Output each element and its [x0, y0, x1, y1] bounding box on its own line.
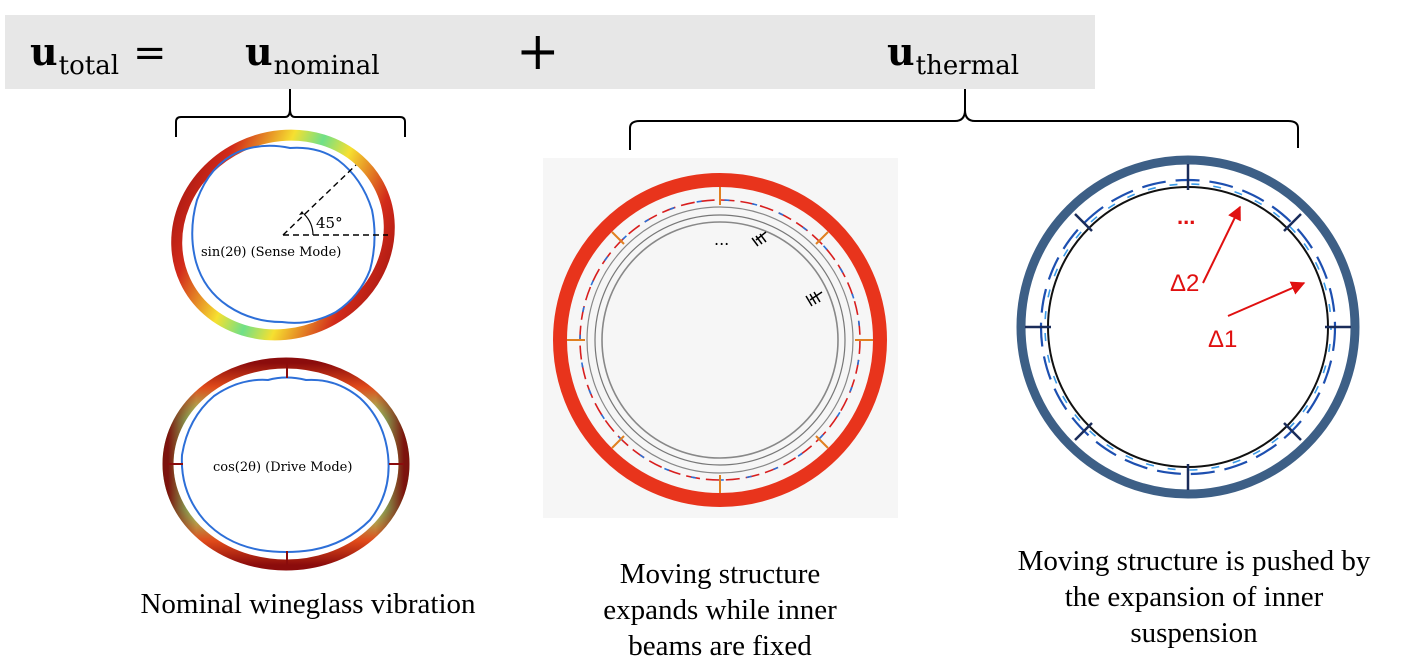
thermal-spokes — [567, 187, 873, 493]
thermal-ellipsis: ... — [714, 230, 730, 249]
sense-mode-inner-wave — [191, 144, 376, 324]
plus-sign: + — [516, 22, 560, 82]
angle-arc — [303, 213, 314, 236]
u-thermal-subscript: thermal — [915, 51, 1020, 81]
equation-bar — [5, 15, 1095, 89]
sense-mode-diagonal — [282, 164, 357, 236]
thermal-outer-ring — [553, 173, 887, 507]
u-total-subscript: total — [58, 51, 120, 81]
thermal-gray-ring-mid — [594, 214, 846, 466]
sense-mode-label: sin(2θ) (Sense Mode) — [201, 245, 342, 260]
caption-expands: Moving structure expands while inner bea… — [603, 558, 837, 662]
caption-pushed: Moving structure is pushed by the expans… — [1017, 545, 1371, 649]
u-nominal-symbol: unominal — [245, 29, 380, 81]
thermal-gray-ring-outer — [586, 206, 854, 474]
thermal-brace — [629, 89, 1299, 150]
delta1-arrow — [1227, 281, 1306, 317]
thermal-gray-ring-inner — [601, 221, 839, 459]
suspension-ellipsis: ... — [1177, 204, 1196, 229]
drive-mode-inner-wave — [180, 376, 390, 553]
drive-mode-label: cos(2θ) (Drive Mode) — [213, 460, 353, 475]
suspension-spokes — [1025, 164, 1351, 490]
equals-sign: = — [133, 30, 167, 76]
delta2-label: Δ2 — [1170, 270, 1200, 297]
nominal-brace — [175, 89, 406, 137]
delta2-arrow — [1202, 205, 1241, 284]
anchor-marks — [751, 231, 823, 307]
caption-nominal: Nominal wineglass vibration — [140, 588, 476, 620]
sense-mode-ring — [171, 129, 395, 341]
u-thermal-symbol: uthermal — [887, 29, 1020, 81]
u-total-symbol: utotal — [30, 29, 120, 81]
suspension-outer-ring — [1016, 155, 1360, 499]
u-nominal-subscript: nominal — [273, 51, 380, 81]
angle-label: 45° — [316, 214, 343, 232]
delta1-label: Δ1 — [1208, 326, 1238, 353]
